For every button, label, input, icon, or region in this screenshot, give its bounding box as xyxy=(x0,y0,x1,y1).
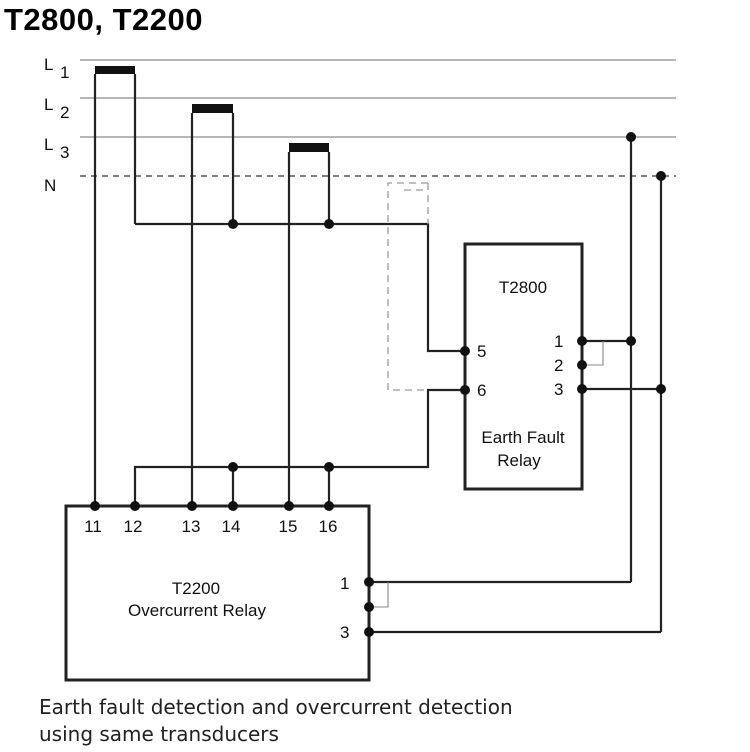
figure-caption: Earth fault detection and overcurrent de… xyxy=(39,694,513,748)
junction-dots xyxy=(90,132,666,637)
label-n: N xyxy=(44,176,56,195)
ct-l2 xyxy=(192,104,233,113)
efr-terminal-5: 5 xyxy=(477,342,486,361)
earth-fault-relay-model: T2800 xyxy=(499,278,547,297)
efr-terminal-6: 6 xyxy=(477,381,486,400)
ct-l3 xyxy=(289,143,329,152)
current-transformers xyxy=(95,66,329,152)
ocr-terminal-13: 13 xyxy=(182,517,201,536)
efr-terminal-2: 2 xyxy=(554,356,563,375)
label-l3-letter: L xyxy=(44,135,53,154)
ocr-terminal-15: 15 xyxy=(279,517,298,536)
ocr-terminal-12: 12 xyxy=(124,517,143,536)
label-l1-letter: L xyxy=(44,55,53,74)
caption-line-1: Earth fault detection and overcurrent de… xyxy=(39,695,513,719)
earth-fault-relay-name-line1: Earth Fault xyxy=(481,428,564,447)
overcurrent-relay-name: Overcurrent Relay xyxy=(128,601,266,620)
terminal-links xyxy=(369,341,604,608)
caption-line-2: using same transducers xyxy=(39,722,279,746)
page-title: T2800, T2200 xyxy=(4,2,204,37)
earth-fault-relay-name-line2: Relay xyxy=(497,451,541,470)
supply-lines xyxy=(80,59,676,177)
label-l2-letter: L xyxy=(44,95,53,114)
ocr-terminal-11: 11 xyxy=(84,517,102,536)
efr-terminal-1: 1 xyxy=(554,332,563,351)
ocr-terminal-14: 14 xyxy=(222,517,241,536)
label-l1-index: 1 xyxy=(60,63,69,82)
ocr-terminal-1: 1 xyxy=(340,574,349,593)
dashed-optional-link xyxy=(387,182,428,391)
overcurrent-relay-box xyxy=(64,504,371,682)
label-l3-index: 3 xyxy=(60,143,69,162)
wiring xyxy=(93,74,663,634)
label-l2-index: 2 xyxy=(60,103,69,122)
efr-terminal-3: 3 xyxy=(554,380,563,399)
ocr-terminal-3: 3 xyxy=(340,623,349,642)
overcurrent-relay-model: T2200 xyxy=(172,579,220,598)
ct-l1 xyxy=(95,66,135,74)
ocr-terminal-16: 16 xyxy=(319,517,338,536)
